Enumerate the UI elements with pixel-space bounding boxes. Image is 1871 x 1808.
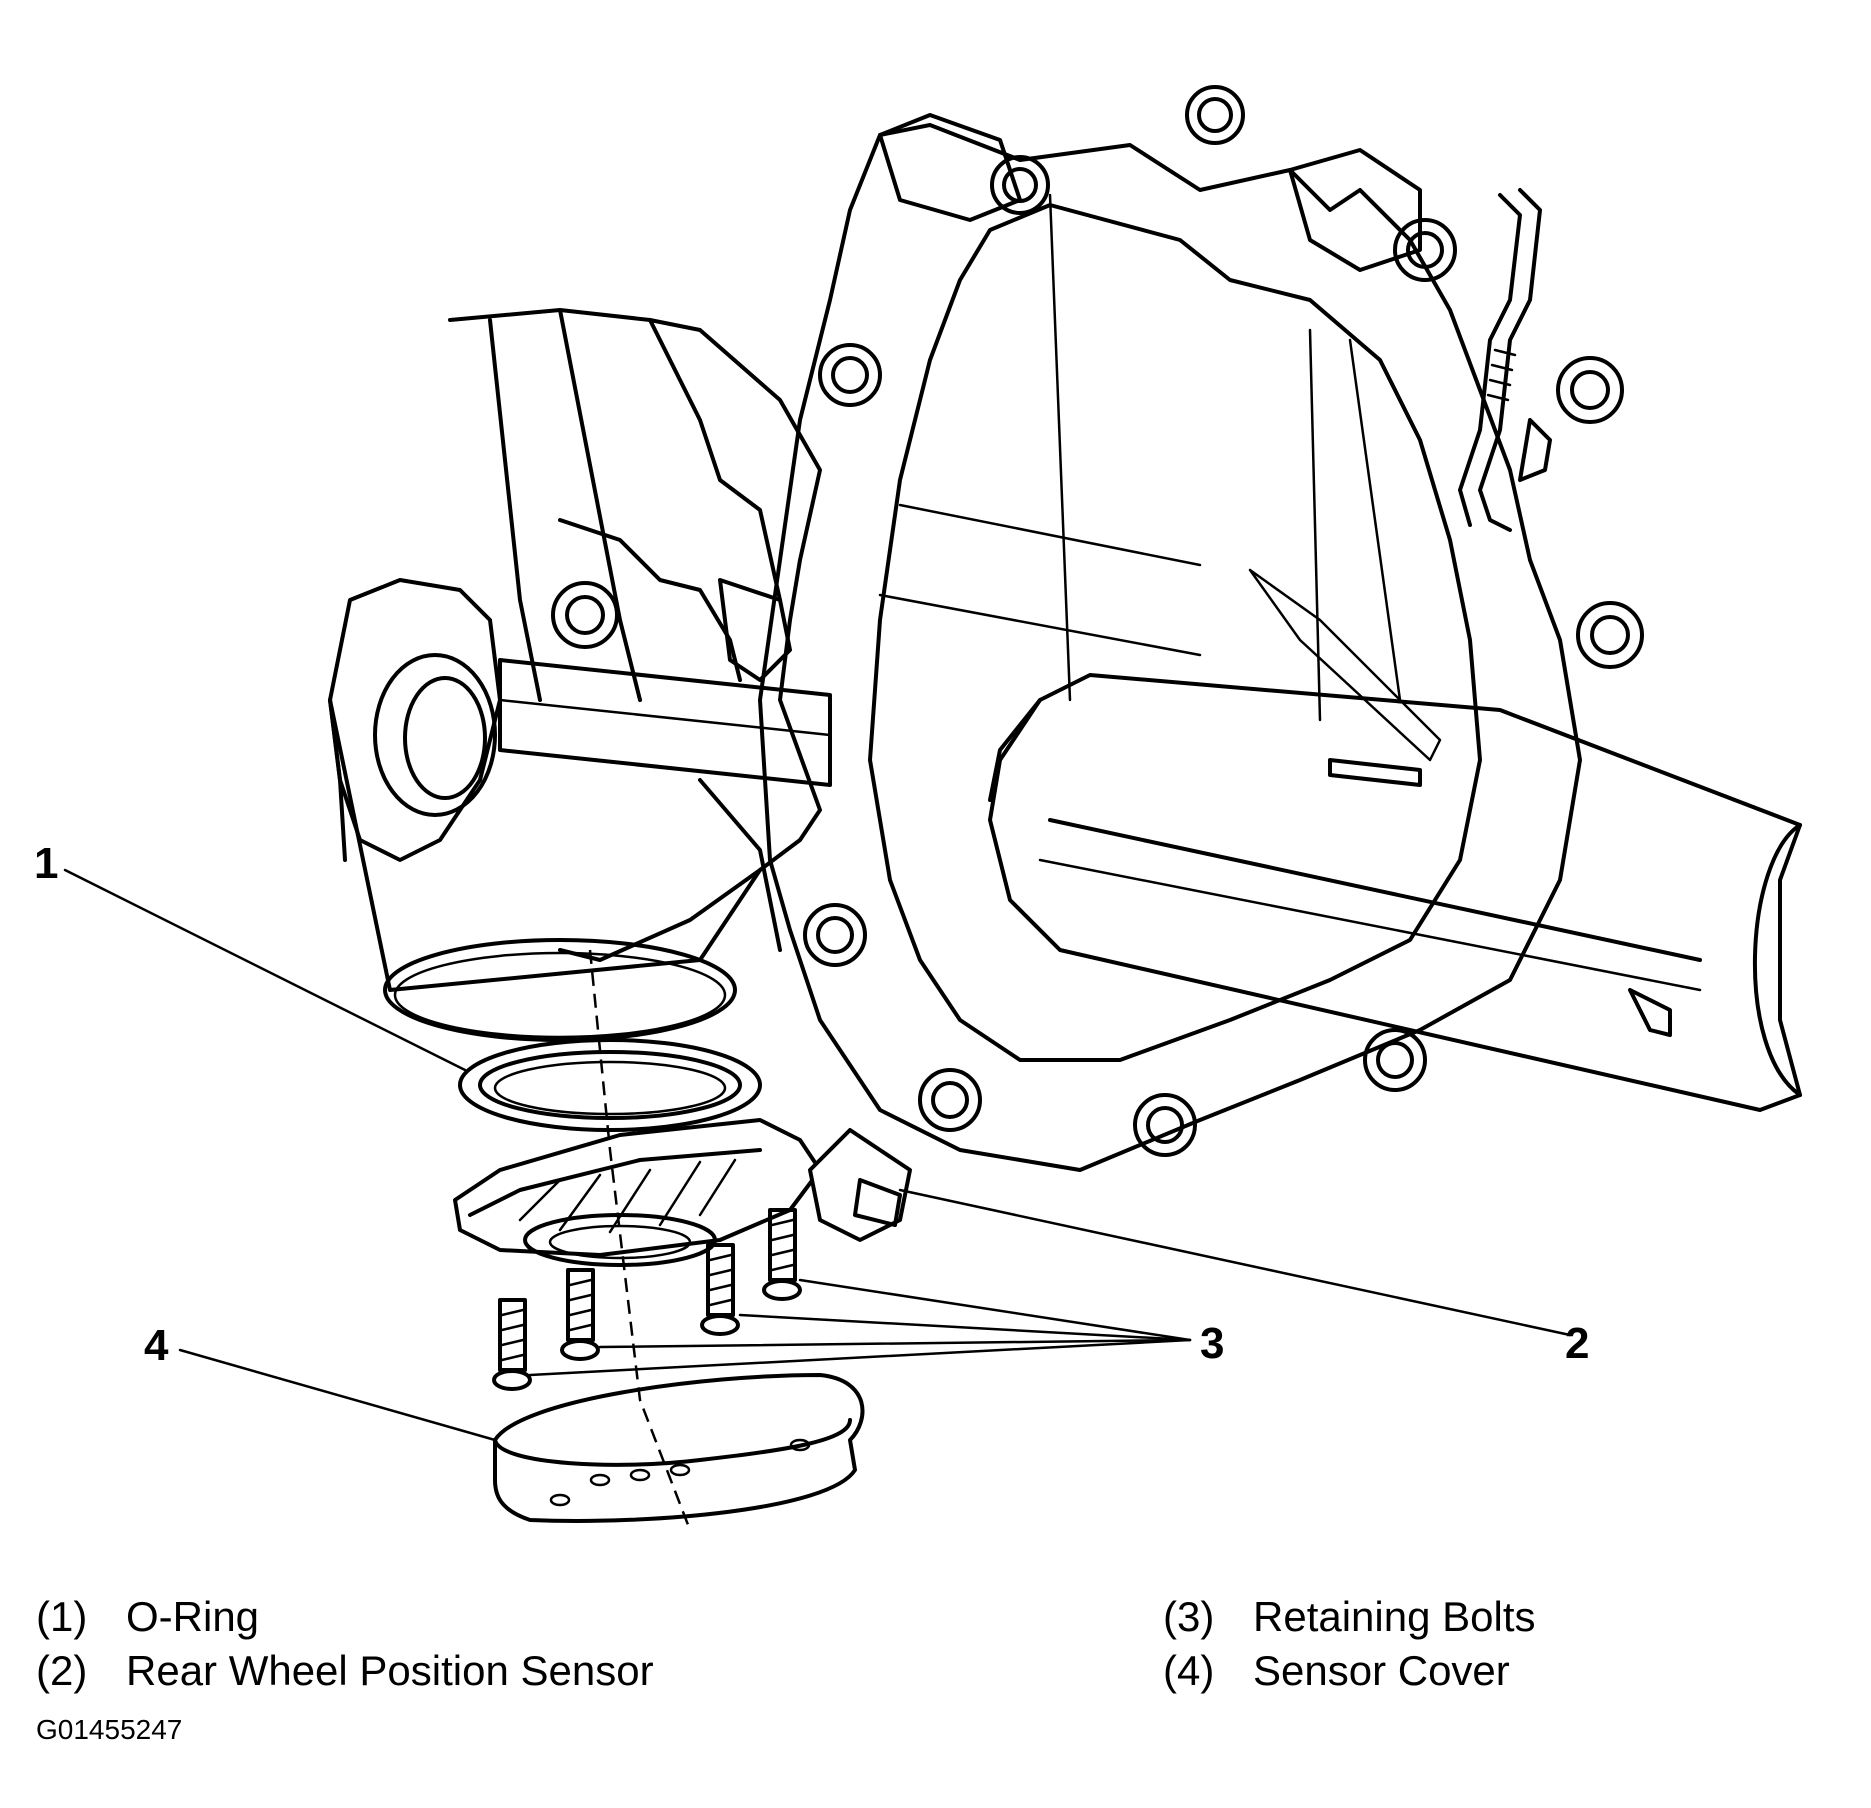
axle-housing	[328, 308, 832, 1042]
legend-label: Sensor Cover	[1253, 1647, 1510, 1694]
legend-label: Rear Wheel Position Sensor	[126, 1647, 654, 1694]
assembly-axis	[588, 949, 692, 1531]
legend-code: (1)	[36, 1593, 88, 1640]
legend-label: O-Ring	[126, 1593, 260, 1640]
legend-code: (3)	[1163, 1593, 1215, 1640]
callout-3: 3	[1200, 1319, 1224, 1368]
callout-2: 2	[1565, 1319, 1589, 1368]
rear-wheel-position-sensor	[453, 1118, 912, 1267]
legend-left: (1) O-Ring (2) Rear Wheel Position Senso…	[36, 1590, 654, 1698]
vent-hose	[1458, 188, 1552, 532]
callout-1: 1	[34, 839, 58, 888]
axle-tube	[988, 673, 1802, 1112]
o-ring	[458, 1038, 762, 1132]
callout-4: 4	[144, 1321, 169, 1370]
legend-item: (3) Retaining Bolts	[1163, 1590, 1536, 1644]
figure-id: G01455247	[36, 1714, 183, 1745]
retaining-bolts	[492, 1208, 802, 1391]
legend-item: (4) Sensor Cover	[1163, 1644, 1536, 1698]
leader-lines	[63, 868, 1572, 1442]
sensor-cover	[493, 1373, 865, 1523]
legend-label: Retaining Bolts	[1253, 1593, 1536, 1640]
legend-item: (2) Rear Wheel Position Sensor	[36, 1644, 654, 1698]
legend-right: (3) Retaining Bolts (4) Sensor Cover	[1163, 1590, 1536, 1698]
legend-code: (2)	[36, 1647, 88, 1694]
legend-code: (4)	[1163, 1647, 1215, 1694]
legend-item: (1) O-Ring	[36, 1590, 654, 1644]
